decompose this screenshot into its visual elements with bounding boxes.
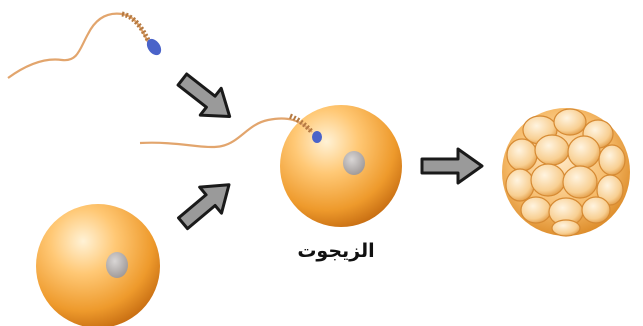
zygote-cell [140, 105, 402, 227]
arrow-sperm-to-zygote-icon [172, 66, 240, 130]
egg-nucleus [106, 252, 128, 278]
morula-cell-cluster [502, 108, 630, 236]
sperm-head-entering [312, 131, 322, 143]
sperm-cell-free [8, 14, 164, 78]
arrow-egg-to-zygote-icon [172, 172, 240, 237]
arrow-zygote-to-morula-icon [422, 149, 482, 183]
zygote-nucleus [343, 151, 365, 175]
egg-cell [36, 204, 160, 326]
zygote-label: الزيجوت [286, 240, 386, 262]
